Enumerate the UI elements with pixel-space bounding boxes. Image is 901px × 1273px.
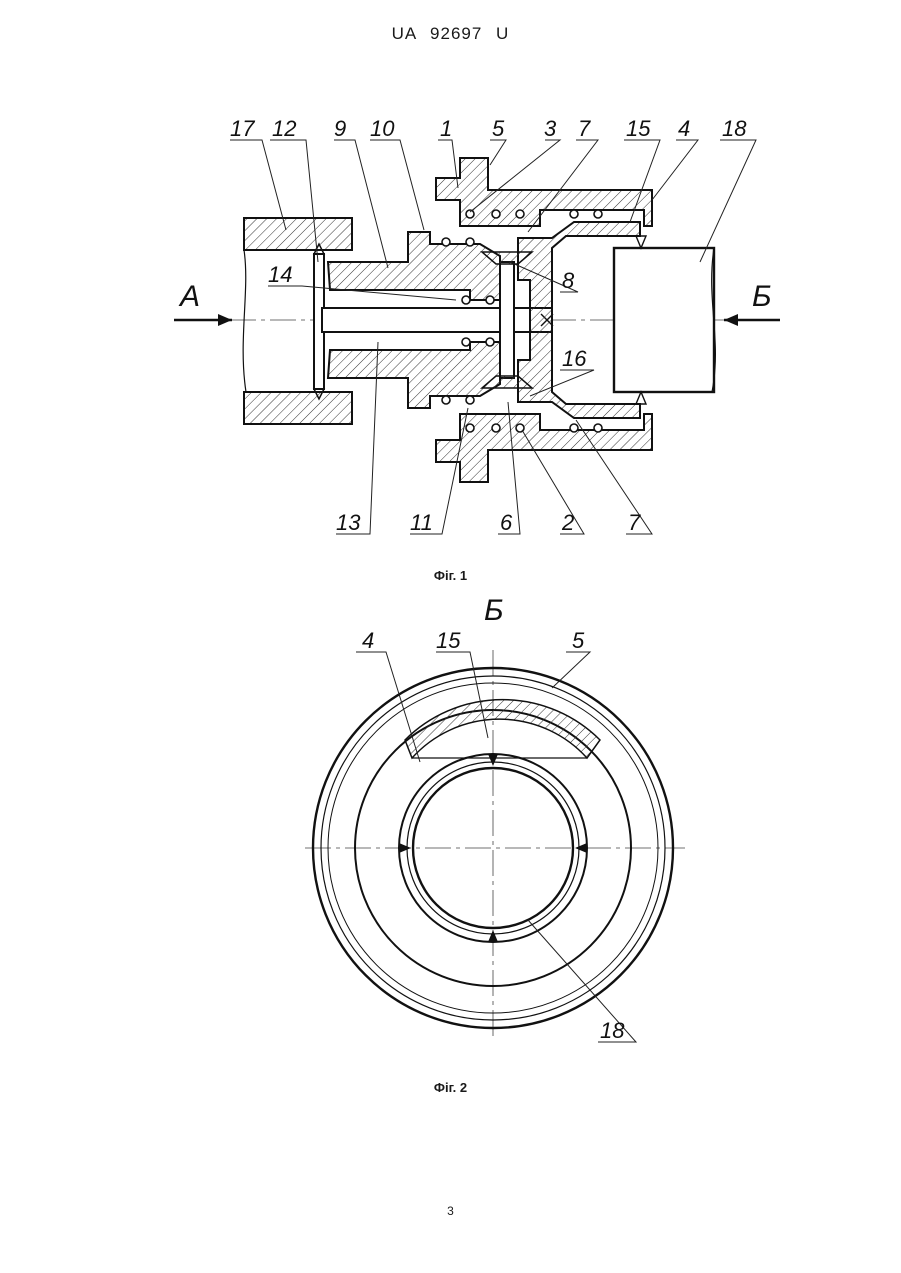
fig2-callout-15: 15 bbox=[436, 628, 461, 653]
arrow-label-a: А bbox=[178, 280, 200, 313]
arrow-label-b: Б bbox=[752, 280, 772, 313]
callout-6: 6 bbox=[500, 510, 513, 535]
callout-12: 12 bbox=[272, 116, 296, 141]
figure-2-caption: Фіг. 2 bbox=[0, 1080, 901, 1095]
callout-3: 3 bbox=[544, 116, 557, 141]
callout-1: 1 bbox=[440, 116, 452, 141]
callout-5: 5 bbox=[492, 116, 505, 141]
callout-15: 15 bbox=[626, 116, 651, 141]
callout-9: 9 bbox=[334, 116, 346, 141]
callout-8: 8 bbox=[562, 268, 575, 293]
callout-13: 13 bbox=[336, 510, 361, 535]
callout-17: 17 bbox=[230, 116, 255, 141]
callout-2: 2 bbox=[561, 510, 574, 535]
page-number: 3 bbox=[0, 1204, 901, 1218]
callout-11: 11 bbox=[410, 510, 433, 535]
callout-10: 10 bbox=[370, 116, 395, 141]
callout-14: 14 bbox=[268, 262, 292, 287]
fig2-callout-5: 5 bbox=[572, 628, 585, 653]
callout-4: 4 bbox=[678, 116, 690, 141]
fig2-callout-4: 4 bbox=[362, 628, 374, 653]
view-label-b: Б bbox=[484, 594, 504, 627]
callout-7-top: 7 bbox=[578, 116, 591, 141]
callout-7-bottom: 7 bbox=[628, 510, 641, 535]
figure-1-drawing: 17 12 9 10 1 5 3 7 15 4 18 14 8 16 13 11… bbox=[0, 0, 901, 560]
figure-2-drawing: 4 15 5 18 Б bbox=[0, 590, 901, 1060]
callout-16: 16 bbox=[562, 346, 587, 371]
callout-18: 18 bbox=[722, 116, 747, 141]
fig2-callout-18: 18 bbox=[600, 1018, 625, 1043]
figure-1-caption: Фіг. 1 bbox=[0, 568, 901, 583]
